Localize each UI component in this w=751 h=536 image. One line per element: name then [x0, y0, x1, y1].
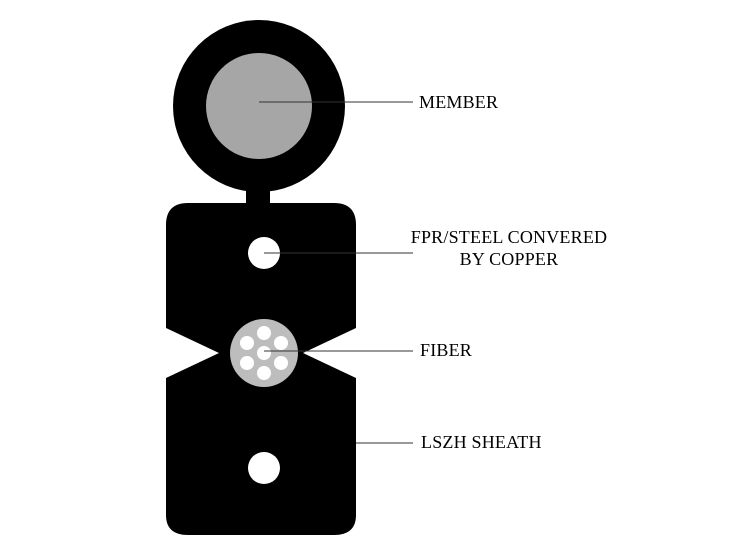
fiber-strand: [274, 336, 288, 350]
label-fiber: FIBER: [420, 340, 473, 360]
label-fpr-line2: BY COPPER: [459, 249, 559, 269]
strength-member-bottom: [248, 452, 280, 484]
label-member: MEMBER: [419, 92, 499, 112]
fiber-strand: [257, 326, 271, 340]
fiber-strand: [274, 356, 288, 370]
fiber-strand: [240, 356, 254, 370]
member-core: [206, 53, 312, 159]
fiber-strand: [257, 346, 271, 360]
label-fpr-line1: FPR/STEEL CONVERED: [410, 227, 608, 247]
label-lszh-sheath: LSZH SHEATH: [421, 432, 542, 452]
label-fpr-steel: FPR/STEEL CONVERED BY COPPER: [396, 226, 622, 270]
fiber-strand: [257, 366, 271, 380]
fiber-strand: [240, 336, 254, 350]
fiber-strands: [240, 326, 288, 380]
